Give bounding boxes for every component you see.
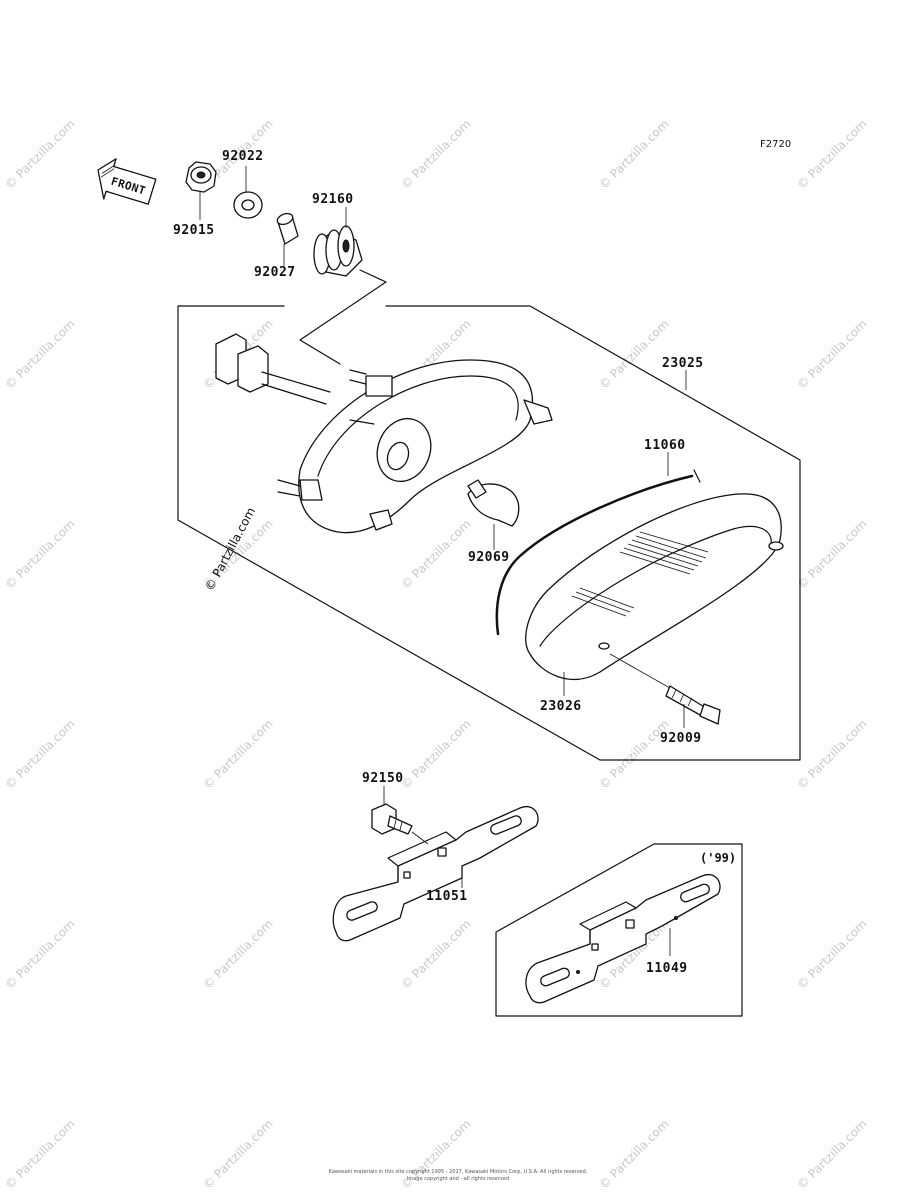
- bracket-11049: [525, 873, 721, 1004]
- watermark-text: © Partzilla.com: [794, 1117, 869, 1192]
- damper-92160: [313, 207, 363, 277]
- part-label-92027: 92027: [254, 265, 296, 280]
- watermark-text: © Partzilla.com: [200, 717, 275, 792]
- part-label-92015: 92015: [173, 223, 215, 238]
- watermark-text: © Partzilla.com: [794, 517, 869, 592]
- collar-92027: [276, 212, 299, 266]
- watermark-text: © Partzilla.com: [398, 517, 473, 592]
- part-label-92150: 92150: [362, 771, 404, 786]
- watermark-text: © Partzilla.com: [398, 117, 473, 192]
- watermark-text: © Partzilla.com: [794, 717, 869, 792]
- part-label-11051: 11051: [426, 889, 468, 904]
- watermark-text: © Partzilla.com: [2, 717, 77, 792]
- watermark-text: © Partzilla.com: [794, 117, 869, 192]
- watermark-text: © Partzilla.com: [794, 317, 869, 392]
- lens-23026: [525, 493, 784, 696]
- bulb-92069: [467, 479, 520, 550]
- watermark-text: © Partzilla.com: [2, 1117, 77, 1192]
- part-label-11049: 11049: [646, 961, 688, 976]
- footer-image-rights: Image copyright and - all rights reserve…: [407, 1176, 509, 1182]
- part-label-92160: 92160: [312, 192, 354, 207]
- gasket-11060: [495, 452, 701, 636]
- watermark-text: © Partzilla.com: [398, 717, 473, 792]
- year-note: ('99): [700, 851, 736, 865]
- part-label-23026: 23026: [540, 699, 582, 714]
- part-label-23025: 23025: [662, 356, 704, 371]
- nut-92015: [185, 161, 217, 220]
- assembly-outline-23025: [177, 305, 801, 761]
- watermark-layer: © Partzilla.com © Partzilla.com © Partzill…: [2, 117, 869, 1192]
- watermark-text: © Partzilla.com: [794, 917, 869, 992]
- front-arrow-icon: FRONT: [97, 158, 157, 205]
- part-label-92009: 92009: [660, 731, 702, 746]
- watermark-text: © Partzilla.com: [2, 517, 77, 592]
- part-label-92069: 92069: [468, 550, 510, 565]
- watermark-text: © Partzilla.com: [2, 117, 77, 192]
- watermark-text: © Partzilla.com: [2, 317, 77, 392]
- bracket-11051: [332, 805, 539, 942]
- tail-lamp-housing: [215, 333, 553, 534]
- leader-damper-lamp: [299, 269, 387, 365]
- bolt-92150: [371, 786, 429, 845]
- variant-outline: [495, 843, 743, 1017]
- watermark-text: © Partzilla.com: [200, 917, 275, 992]
- part-label-92022: 92022: [222, 149, 264, 164]
- part-label-11060: 11060: [644, 438, 686, 453]
- watermark-text: © Partzilla.com: [596, 1117, 671, 1192]
- watermark-text: © Partzilla.com: [2, 917, 77, 992]
- reference-code: F2720: [760, 139, 791, 150]
- footer-copyright: Kawasaki materials in this site copyrigh…: [329, 1169, 588, 1175]
- washer-92022: [233, 166, 263, 219]
- watermark-text: © Partzilla.com: [596, 717, 671, 792]
- screw-92009: [609, 653, 721, 728]
- watermark-text: © Partzilla.com: [200, 1117, 275, 1192]
- watermark-text: © Partzilla.com: [596, 117, 671, 192]
- watermark-text: © Partzilla.com: [398, 917, 473, 992]
